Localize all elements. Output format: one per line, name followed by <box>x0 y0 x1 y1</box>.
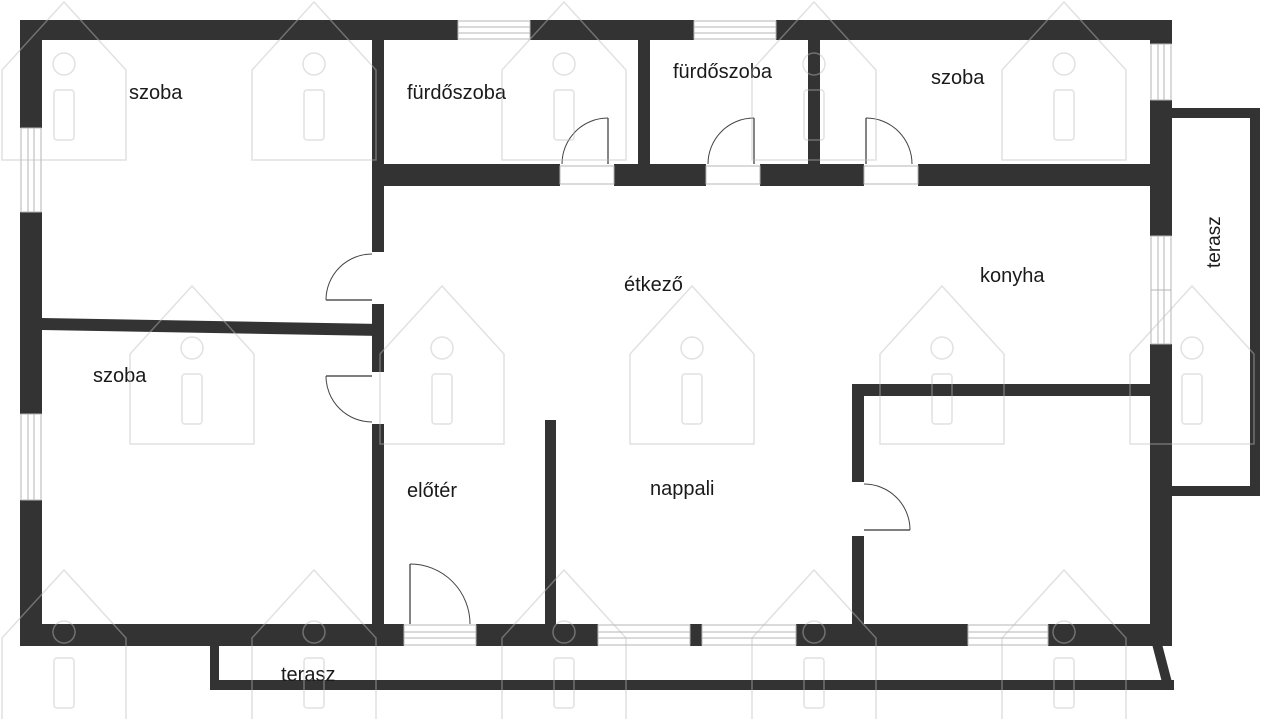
info-house-icon <box>629 284 755 445</box>
label-furdoszoba-2: fürdőszoba <box>673 61 773 83</box>
window-left-1 <box>20 127 42 213</box>
window-bottom-2 <box>597 624 691 646</box>
wall-bottom <box>20 624 1160 646</box>
info-house-icon <box>1001 568 1127 719</box>
window-bottom-1 <box>403 624 477 646</box>
window-top-2 <box>693 20 777 40</box>
label-szoba-left: szoba <box>93 365 147 387</box>
wall-bath-szoba <box>808 40 820 170</box>
door-bathroom-2 <box>705 117 761 186</box>
terrace-right-frame-right <box>1250 108 1260 496</box>
doors <box>325 117 919 625</box>
info-house-icon <box>251 0 377 161</box>
info-house-icon <box>379 284 505 445</box>
label-furdoszoba-1: fürdőszoba <box>407 82 507 104</box>
info-house-icon <box>501 0 627 161</box>
wall-top-rooms-bottom <box>372 164 1162 186</box>
info-house-icon <box>251 568 377 719</box>
terrace-right-frame-top <box>1150 108 1260 118</box>
wall-inner-room-top <box>852 384 1152 396</box>
terrace-bottom-frame-left <box>210 644 219 690</box>
wall-eloter-nappali <box>545 420 556 630</box>
info-house-icon <box>1001 0 1127 161</box>
info-house-icon <box>751 0 877 161</box>
door-bathroom-1 <box>559 117 615 186</box>
door-szoba-top-left <box>325 252 384 304</box>
watermark-layer <box>1 0 1255 719</box>
info-house-icon <box>1 0 127 161</box>
label-terasz-right: terasz <box>1204 216 1225 268</box>
room-labels: szoba fürdőszoba fürdőszoba szoba szoba … <box>93 61 1225 686</box>
label-szoba-top-left: szoba <box>129 82 183 104</box>
info-house-icon <box>1129 284 1255 445</box>
info-house-icon <box>1 568 127 719</box>
label-szoba-top-right: szoba <box>931 67 985 89</box>
label-eloter: előtér <box>407 480 457 502</box>
window-top-1 <box>457 20 531 40</box>
wall-left-rooms-divider <box>42 318 384 336</box>
label-etkezo: étkező <box>624 274 683 296</box>
info-house-icon <box>751 568 877 719</box>
window-right-2 <box>1150 235 1172 345</box>
window-left-2 <box>20 413 42 501</box>
terrace-right-frame-bottom <box>1150 486 1260 496</box>
info-house-icon <box>129 284 255 445</box>
info-house-icon <box>879 284 1005 445</box>
window-bottom-3 <box>701 624 797 646</box>
window-bottom-4 <box>967 624 1049 646</box>
label-terasz-bottom: terasz <box>281 664 335 686</box>
window-right-1 <box>1150 43 1172 101</box>
door-entrance <box>409 563 471 625</box>
door-szoba-top-right <box>863 117 919 186</box>
label-konyha: konyha <box>980 265 1045 287</box>
wall-top <box>20 20 1172 40</box>
info-house-icon <box>501 568 627 719</box>
windows <box>20 20 1172 646</box>
terrace-bottom-frame-bottom <box>210 680 1174 690</box>
door-inner-room <box>852 482 911 536</box>
wall-bath-divider <box>638 40 650 170</box>
door-szoba-left <box>325 372 384 424</box>
wall-left <box>20 20 42 646</box>
terrace-bottom-frame-right <box>1152 644 1174 690</box>
label-nappali: nappali <box>650 478 715 500</box>
